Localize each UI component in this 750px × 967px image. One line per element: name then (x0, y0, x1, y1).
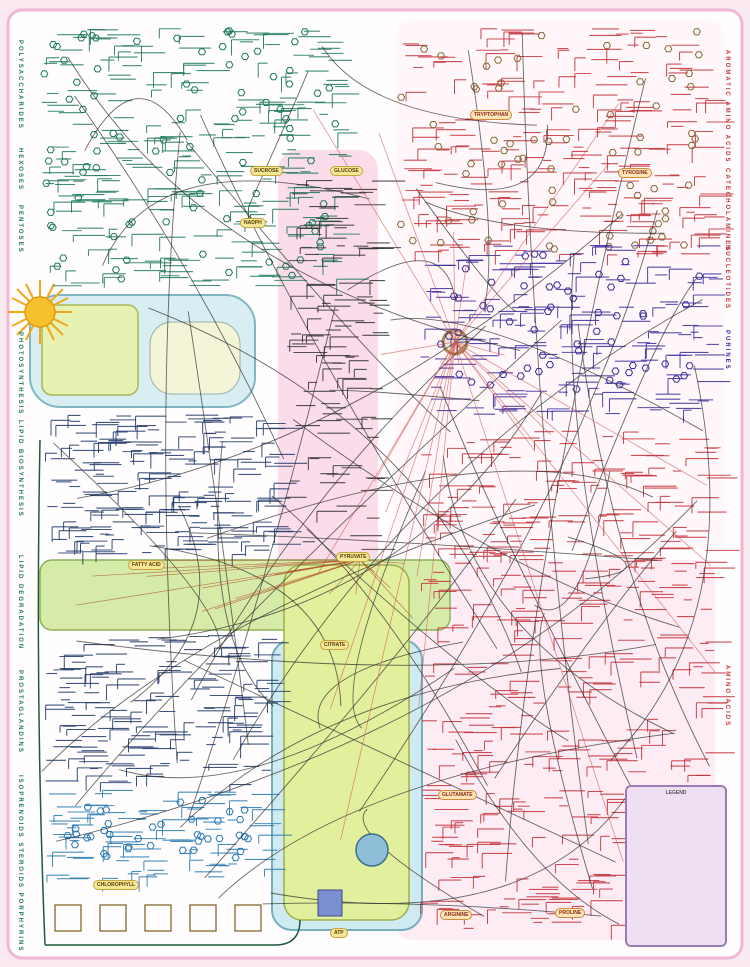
hub-glucose: GLUCOSE (330, 166, 363, 176)
side-label-amino-acids: AMINO ACIDS (724, 665, 730, 728)
side-label-pentoses: PENTOSES (17, 205, 23, 254)
hub-nadph: NADPH (240, 218, 266, 228)
side-label-isoprenoids: ISOPRENOIDS STEROIDS PORPHYRINS (17, 775, 23, 953)
side-label-hexoses: HEXOSES (17, 148, 23, 192)
hub-atp: ATP (330, 928, 348, 938)
hub-sucrose: SUCROSE (250, 166, 283, 176)
side-label-catecholamines: CATECHOLAMINES (724, 168, 730, 253)
glycolysis-column (278, 150, 378, 570)
side-label-polysaccharides: POLYSACCHARIDES (17, 40, 23, 130)
side-label-lipid-degradation: LIPID DEGRADATION (17, 555, 23, 651)
hub-citrate: CITRATE (320, 640, 350, 650)
side-label-nucleotides: NUCLEOTIDES (724, 245, 730, 311)
hub-arginine: ARGININE (440, 910, 473, 920)
legend-title: LEGEND (665, 790, 687, 796)
hub-proline: PROLINE (555, 908, 586, 918)
side-label-purines: PURINES (724, 330, 730, 371)
pathway-strokes (37, 27, 740, 946)
hub-pyruvate: PYRUVATE (336, 552, 371, 562)
sun-icon (8, 280, 72, 344)
hub-fatty-acid: FATTY ACID (128, 560, 165, 570)
hub-glutamate: GLUTAMATE (438, 790, 477, 800)
side-label-photosynthesis: PHOTOSYNTHESIS (17, 332, 23, 416)
hub-chlorophyll: CHLOROPHYLL (93, 880, 140, 890)
hub-tryptophan: TRYPTOPHAN (470, 110, 513, 120)
side-label-prostaglandins: PROSTAGLANDINS (17, 670, 23, 754)
hub-tyrosine: TYROSINE (618, 168, 652, 178)
legend-box: LEGEND (625, 785, 727, 947)
side-label-aromatic-amino-acids: AROMATIC AMINO ACIDS (724, 50, 730, 164)
side-label-lipid-biosynthesis: LIPID BIOSYNTHESIS (17, 420, 23, 518)
